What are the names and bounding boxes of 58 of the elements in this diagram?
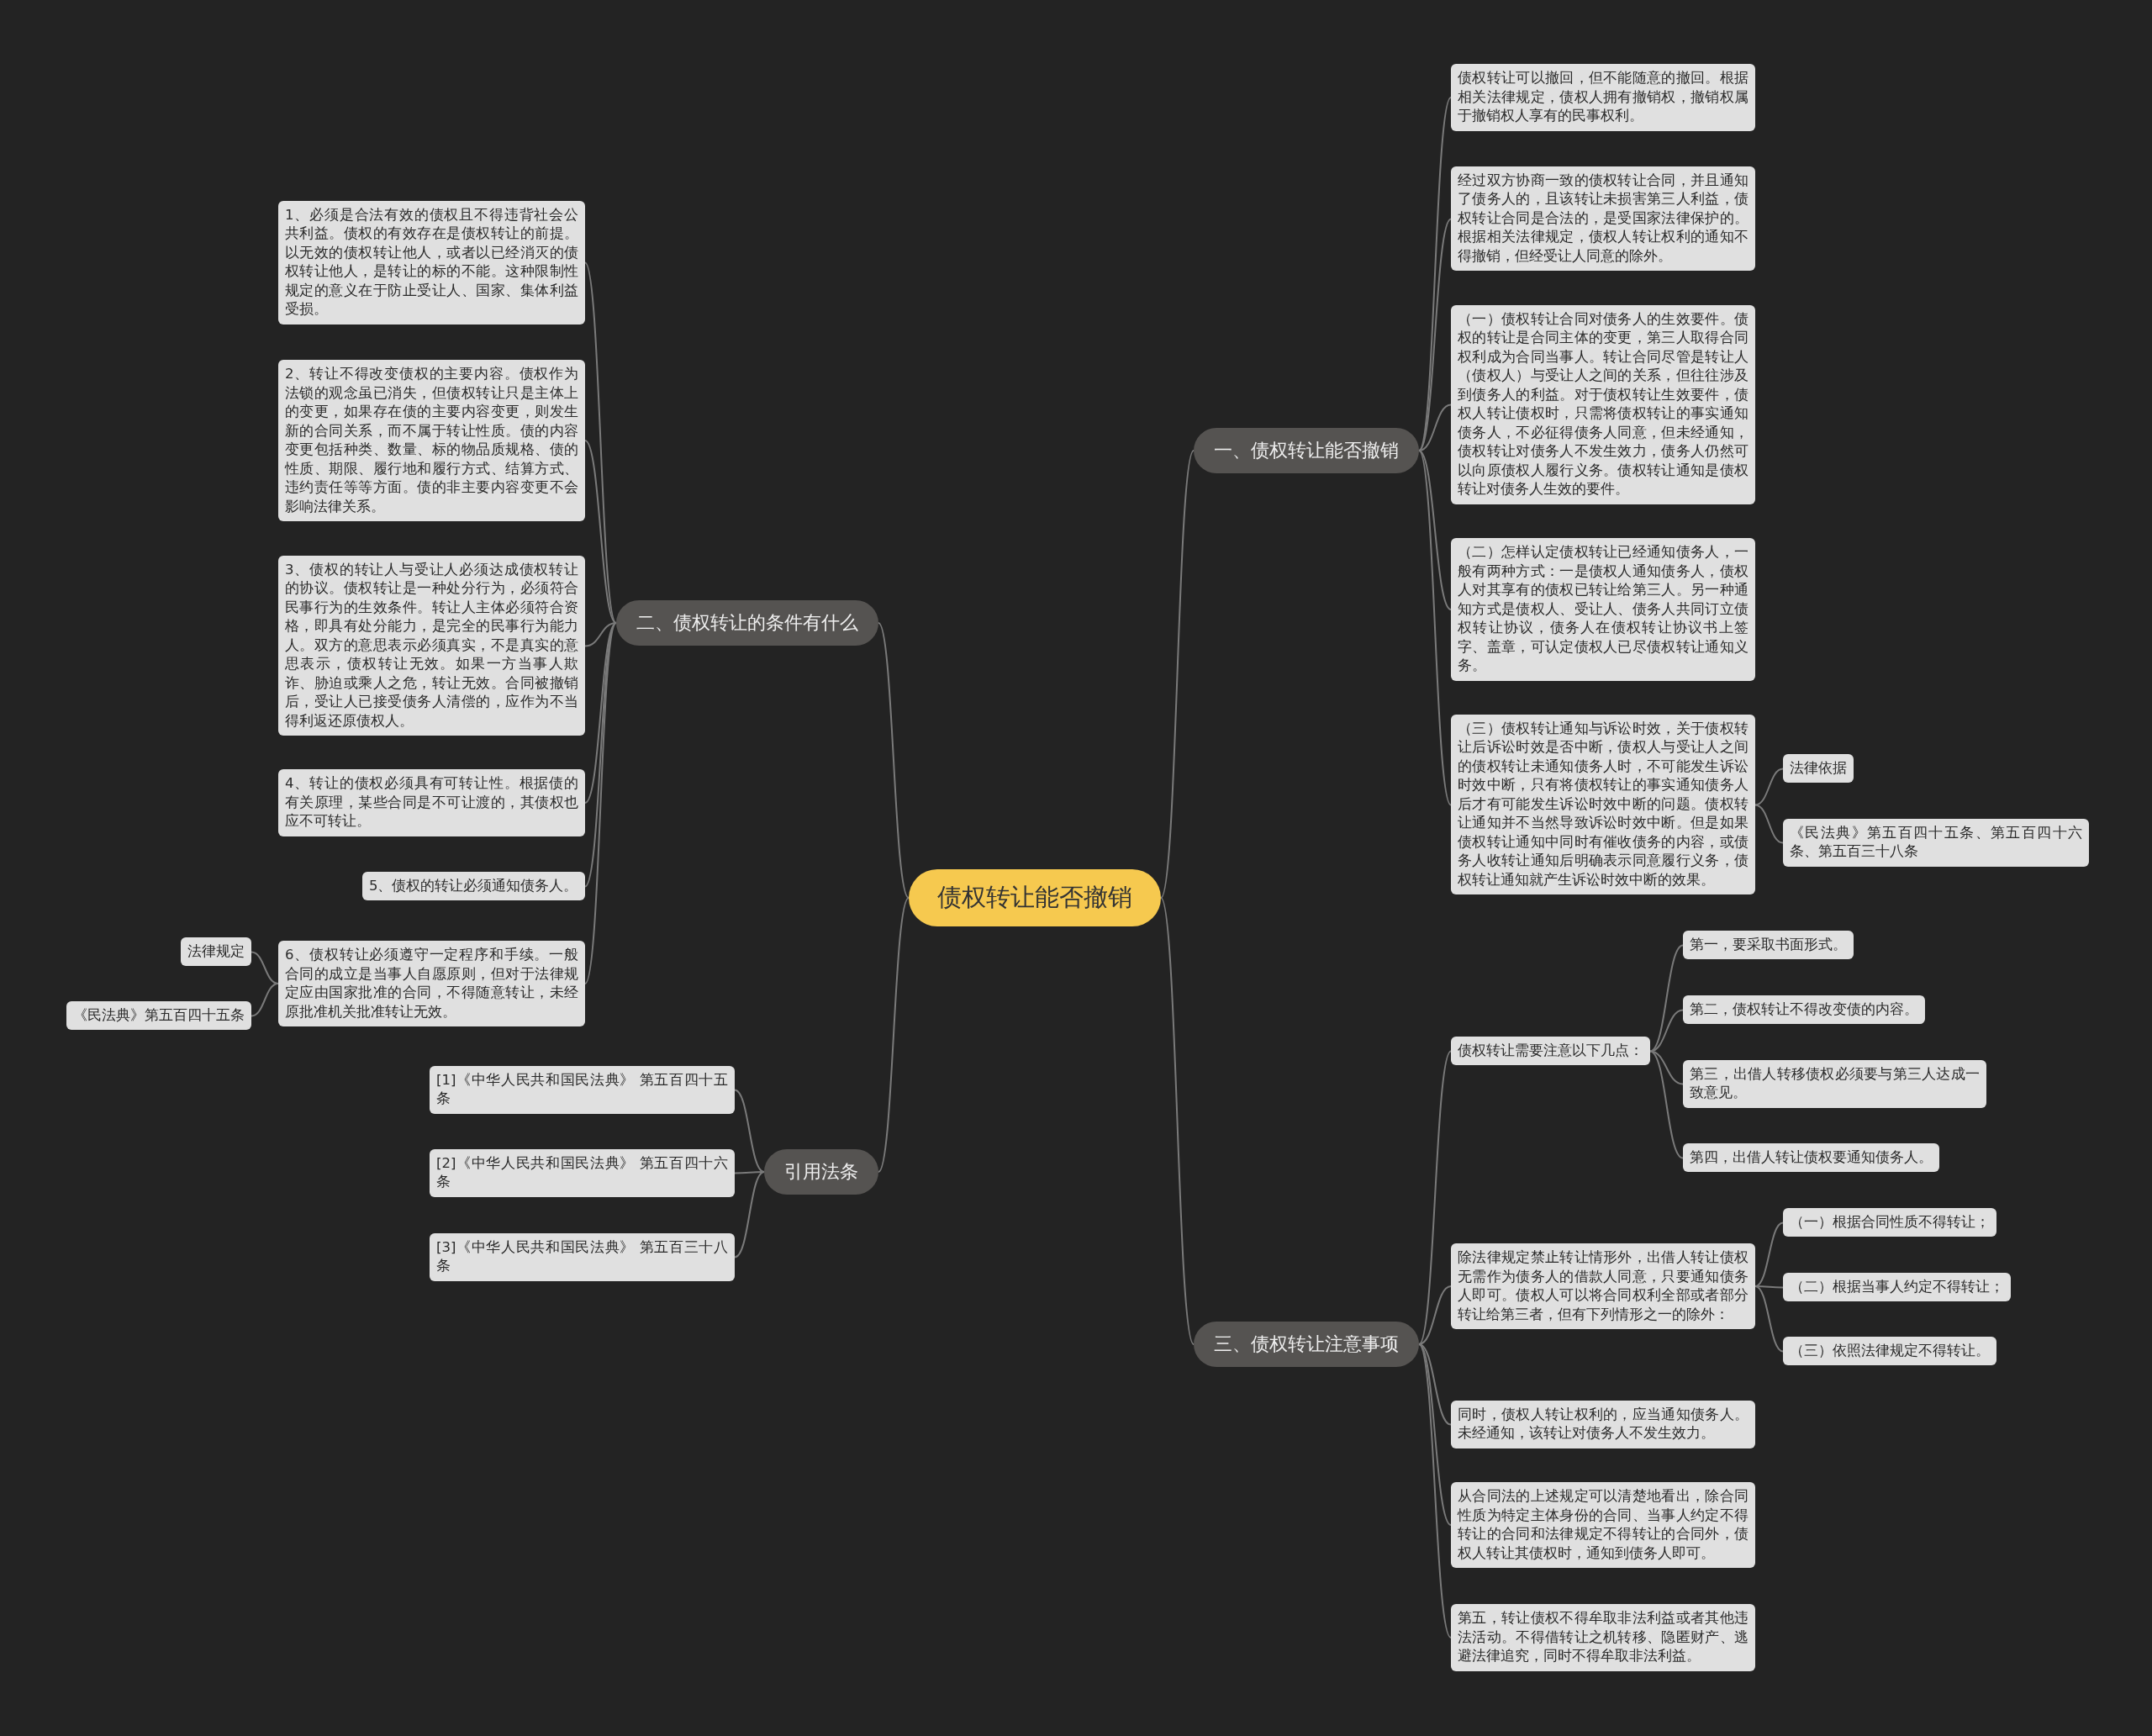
connector-line xyxy=(1418,1050,1452,1345)
note-box: 4、转让的债权必须具有可转让性。根据债的有关原理，某些合同是不可让渡的，其债权也应不可转让。 xyxy=(278,769,585,836)
note-box: 第五，转让债权不得牟取非法利益或者其他违法活动。不得借转让之机转移、隐匿财产、逃避法律追究，同时不得牟取非法利益。 xyxy=(1451,1604,1755,1671)
connector-line xyxy=(251,983,279,1017)
note-box: 同时，债权人转让权利的，应当通知债务人。未经通知，该转让对债务人不发生效力。 xyxy=(1451,1400,1755,1448)
note-box: 3、债权的转让人与受让人必须达成债权转让的协议。债权转让是一种处分行为，必须符合民事行为的生效条件。转让人主体必须符合资格，即具有处分能力，是完全的民事行为能力人。双方的意思表示必须真实，不是真实的意思表示，债权转让无效。如果一方当事人欺诈、胁迫或乘人之危，转让无效。合同被撤销后，受让人已接受债务人清偿的，应作为不当得利返还原债权人。 xyxy=(278,555,585,736)
connector-line xyxy=(1649,1009,1684,1053)
note-box: 债权转让需要注意以下几点： xyxy=(1451,1036,1650,1065)
connector-line xyxy=(1160,897,1195,1345)
note-box: 法律依据 xyxy=(1783,753,1854,783)
note-box: 《民法典》第五百四十五条、第五百四十六条、第五百三十八条 xyxy=(1783,818,2089,867)
connector-line xyxy=(584,622,617,647)
branch-topic: 一、债权转让能否撤销 xyxy=(1194,428,1419,473)
connector-line xyxy=(1754,768,1784,806)
note-box: 1、必须是合法有效的债权且不得违背社会公共利益。债权的有效存在是债权转让的前提。以无效的债权转让他人，或者以已经消灭的债权转让他人，是转让的标的不能。这种限制性规定的意义在于防止受让人、国家、集体利益受损。 xyxy=(278,200,585,325)
connector-line xyxy=(584,622,617,984)
note-box: 债权转让可以撤回，但不能随意的撤回。根据相关法律规定，债权人拥有撤销权，撤销权属于撤销权人享有的民事权利。 xyxy=(1451,64,1755,131)
note-box: 5、债权的转让必须通知债务人。 xyxy=(362,871,585,900)
note-box: （三）债权转让通知与诉讼时效，关于债权转让后诉讼时效是否中断，债权人与受让人之间的债权转让未通知债务人时，不可能发生诉讼时效中断，只有将债权转让的事实通知债务人后才有可能发生诉讼时效中断的问题。债权转让通知并不当然导致诉讼时效中断。但是如果债权转让通知中同时有催收债务的内容，或债务人收转让通知后明确表示同意履行义务，债权转让通知就产生诉讼时效中断的效果。 xyxy=(1451,714,1755,894)
note-box: （一）债权转让合同对债务人的生效要件。债权的转让是合同主体的变更，第三人取得合同权利成为合同当事人。转让合同尽管是转让人（债权人）与受让人之间的关系，但往往涉及到债务人的利益。对于债权转让生效要件，债权人转让债权时，只需将债权转让的事实通知债务人，不必征得债务人同意，但未经通知，债权转让对债务人不发生效力，债务人仍然可以向原债权人履行义务。债权转让通知是债权转让对债务人生效的要件。 xyxy=(1451,304,1755,504)
note-box: （二）根据当事人约定不得转让； xyxy=(1783,1272,2011,1301)
note-box: 2、转让不得改变债权的主要内容。债权作为法锁的观念虽已消失，但债权转让只是主体上的变更，如果存在债的主要内容变更，则发生新的合同关系，而不属于转让性质。债的内容变更包括种类、数量、标的物品质规格、债的性质、期限、履行地和履行方式、结算方式、违约责任等等方面。债的非主要内容变更不会影响法律关系。 xyxy=(278,360,585,521)
note-box: 从合同法的上述规定可以清楚地看出，除合同性质为特定主体身份的合同、当事人约定不得转让的合同和法律规定不得转让的合同外，债权人转让其债权时，通知到债务人即可。 xyxy=(1451,1482,1755,1568)
note-box: 除法律规定禁止转让情形外，出借人转让债权无需作为债务人的借款人同意，只要通知债务人即可。债权人可以将合同权利全部或者部分转让给第三者，但有下列情形之一的除外： xyxy=(1451,1243,1755,1329)
note-box: 6、债权转让必须遵守一定程序和手续。一般合同的成立是当事人自愿原则，但对于法律规定应由国家批准的合同，不得随意转让，未经原批准机关批准转让无效。 xyxy=(278,941,585,1026)
note-box: （二）怎样认定债权转让已经通知债务人，一般有两种方式：一是债权人通知债务人，债权人对其享有的债权已转让给第三人。另一种通知方式是债权人、受让人、债务人共同订立债权转让协议，债务人在债权转让协议书上签字、盖章，可认定债权人已尽债权转让通知义务。 xyxy=(1451,538,1755,681)
connector-line xyxy=(1160,450,1195,899)
note-box: [1]《中华人民共和国民法典》 第五百四十五条 xyxy=(430,1065,735,1114)
branch-topic: 二、债权转让的条件有什么 xyxy=(616,600,878,646)
connector-line xyxy=(878,622,910,899)
connector-line xyxy=(1754,804,1784,844)
branch-topic: 三、债权转让注意事项 xyxy=(1194,1322,1419,1367)
note-box: 第三，出借人转移债权必须要与第三人达成一致意见。 xyxy=(1683,1059,1986,1108)
connector-line xyxy=(584,440,617,624)
connector-line xyxy=(734,1171,765,1258)
note-box: 第二，债权转让不得改变债的内容。 xyxy=(1683,995,1925,1024)
note-box: （三）依照法律规定不得转让。 xyxy=(1783,1336,1996,1365)
note-box: 《民法典》第五百四十五条 xyxy=(66,1000,251,1030)
note-box: 经过双方协商一致的债权转让合同，并且通知了债务人的，且该转让未损害第三人利益，债权转让合同是合法的，是受国家法律保护的。根据相关法律规定，债权人转让权利的通知不得撤销，但经受让人同意的除外。 xyxy=(1451,166,1755,271)
connector-line xyxy=(1649,1050,1684,1159)
note-box: 第一，要采取书面形式。 xyxy=(1683,930,1854,959)
connector-line xyxy=(1754,1222,1784,1287)
connector-line xyxy=(878,897,910,1173)
note-box: [3]《中华人民共和国民法典》 第五百三十八条 xyxy=(430,1232,735,1281)
note-box: 法律规定 xyxy=(181,937,251,966)
connector-line xyxy=(1754,1285,1784,1353)
note-box: 第四，出借人转让债权要通知债务人。 xyxy=(1683,1142,1939,1172)
connector-line xyxy=(1418,450,1452,610)
connector-line xyxy=(1418,1343,1452,1638)
connector-line xyxy=(1418,218,1452,451)
connector-line xyxy=(1418,450,1452,806)
central-topic: 债权转让能否撤销 xyxy=(909,869,1161,926)
note-box: （一）根据合同性质不得转让； xyxy=(1783,1207,1996,1237)
connector-line xyxy=(1418,1285,1452,1345)
note-box: [2]《中华人民共和国民法典》 第五百四十六条 xyxy=(430,1148,735,1197)
branch-topic: 引用法条 xyxy=(764,1149,878,1195)
connector-line xyxy=(734,1089,765,1173)
connector-line xyxy=(1418,404,1452,451)
